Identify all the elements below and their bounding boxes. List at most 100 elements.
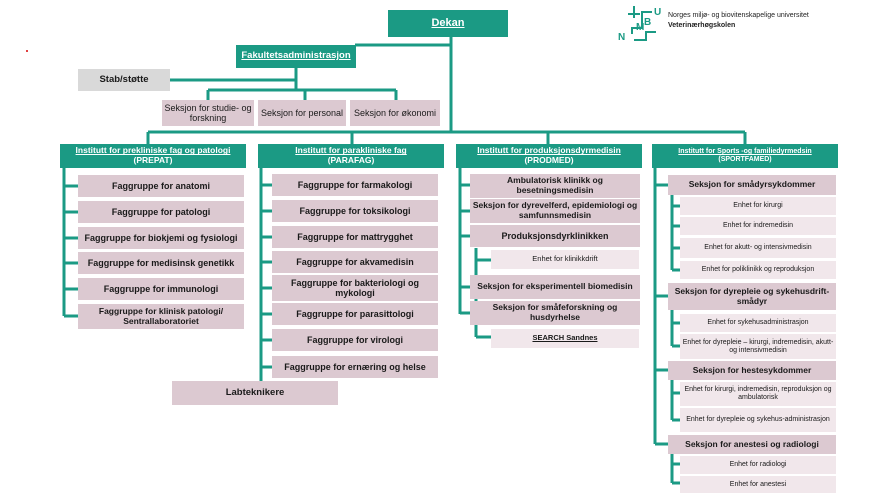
sportfamed-unit-poliklinikk[interactable]: Enhet for poliklinikk og reproduksjon — [680, 261, 836, 279]
parafag-group-bakteriologi[interactable]: Faggruppe for bakteriologi og mykologi — [272, 275, 438, 301]
institute-abbr: (PRODMED) — [524, 155, 574, 165]
group-label: Faggruppe for medisinsk genetikk — [87, 257, 235, 268]
institute-header-sportfamed[interactable]: Institutt for Sports -og familiedyrmedsi… — [652, 144, 838, 168]
group-label: Faggruppe for farmakologi — [297, 179, 413, 190]
prepat-group-genetikk[interactable]: Faggruppe for medisinsk genetikk — [78, 252, 244, 274]
admin-label: Fakultetsadministrasjon — [241, 50, 351, 62]
group-label: Seksjon for småfeforskning og husdyrhels… — [492, 302, 618, 322]
sportfamed-unit-kirurgi[interactable]: Enhet for kirurgi — [680, 197, 836, 215]
logo-letter-n: N — [618, 32, 625, 43]
group-label: Faggruppe for immunologi — [103, 283, 219, 294]
unit-label: Enhet for radiologi — [729, 461, 787, 469]
group-label: Faggruppe for patologi — [111, 206, 211, 217]
admin-box[interactable]: Fakultetsadministrasjon — [236, 45, 356, 68]
unit-label: Enhet for anestesi — [729, 480, 787, 488]
stab-label: Stab/støtte — [99, 73, 149, 85]
sportfamed-unit-dyrepleie-kirurgi[interactable]: Enhet for dyrepleie – kirurgi, indremedi… — [680, 334, 836, 359]
prepat-group-anatomi[interactable]: Faggruppe for anatomi — [78, 175, 244, 197]
group-label: Faggruppe for mattrygghet — [297, 231, 413, 242]
logo-caption: Norges miljø- og biovitenskapelige unive… — [668, 11, 809, 31]
institute-header-prepat[interactable]: Institutt for prekliniske fag og patolog… — [60, 144, 246, 168]
prodmed-group-dyrevelferd[interactable]: Seksjon for dyrevelferd, epidemiologi og… — [470, 199, 640, 223]
admin-section-studie[interactable]: Seksjon for studie- og forskning — [162, 100, 254, 126]
prepat-group-patologi[interactable]: Faggruppe for patologi — [78, 201, 244, 223]
group-label: Faggruppe for klinisk patologi/ Sentrall… — [98, 305, 224, 326]
group-label: Seksjon for anestesi og radiologi — [685, 438, 819, 449]
logo-university-name: Norges miljø- og biovitenskapelige unive… — [668, 12, 809, 19]
lab-label: Labteknikere — [225, 386, 285, 398]
group-label: Ambulatorisk klinikk og besetningsmedisi… — [507, 175, 603, 195]
group-label: Seksjon for smådyrsykdommer — [688, 179, 816, 190]
unit-label: SEARCH Sandnes — [532, 333, 598, 343]
prodmed-group-produksjonsdyrklinikken[interactable]: Produksjonsdyrklinikken — [470, 225, 640, 247]
group-label: Faggruppe for bakteriologi og mykologi — [291, 277, 419, 298]
prepat-group-klinisk-patologi[interactable]: Faggruppe for klinisk patologi/ Sentrall… — [78, 304, 244, 329]
institute-title: Institutt for produksjonsdyrmedisin — [477, 145, 621, 156]
logo-letter-u: U — [654, 7, 661, 18]
institute-abbr: (SPORTFAMED) — [718, 156, 772, 163]
stab-box[interactable]: Stab/støtte — [78, 69, 170, 91]
unit-label: Enhet for kirurgi, indremedisin, reprodu… — [684, 386, 832, 401]
institute-abbr: (PREPAT) — [133, 155, 173, 165]
sportfamed-section-smadyr[interactable]: Seksjon for smådyrsykdommer — [668, 175, 836, 195]
logo-letter-b: B — [644, 17, 651, 28]
group-label: Produksjonsdyrklinikken — [501, 230, 609, 241]
prodmed-unit-klinikkdrift[interactable]: Enhet for klinikkdrift — [491, 250, 639, 269]
group-label: Faggruppe for akvamedisin — [296, 256, 414, 267]
logo-school-name: Veterinærhøgskolen — [668, 22, 736, 30]
unit-label: Enhet for klinikkdrift — [532, 254, 598, 264]
sportfamed-section-anestesi[interactable]: Seksjon for anestesi og radiologi — [668, 435, 836, 454]
group-label: Faggruppe for anatomi — [111, 180, 210, 191]
prodmed-unit-search-sandnes[interactable]: SEARCH Sandnes — [491, 329, 639, 348]
unit-label: Enhet for dyrepleie og sykehus-administr… — [686, 416, 830, 424]
institute-header-parafag[interactable]: Institutt for parakliniske fag (PARAFAG) — [258, 144, 444, 168]
group-label: Seksjon for dyrepleie og sykehusdrift- s… — [674, 285, 830, 306]
unit-label: Enhet for indremedisin — [722, 222, 794, 230]
parafag-group-parasittologi[interactable]: Faggruppe for parasittologi — [272, 303, 438, 325]
institute-title: Institutt for Sports -og familiedyrmedsi… — [678, 148, 812, 156]
group-label: Faggruppe for toksikologi — [299, 205, 411, 216]
sportfamed-section-hest[interactable]: Seksjon for hestesykdommer — [668, 361, 836, 380]
sportfamed-unit-sykehusadministrasjon[interactable]: Enhet for sykehusadministrasjon — [680, 314, 836, 332]
institute-title: Institutt for parakliniske fag — [295, 145, 407, 156]
parafag-group-ernaering[interactable]: Faggruppe for ernæring og helse — [272, 356, 438, 378]
group-label: Seksjon for eksperimentell biomedisin — [477, 281, 633, 292]
dekan-label: Dekan — [431, 17, 465, 30]
unit-label: Enhet for poliklinikk og reproduksjon — [701, 266, 815, 274]
sportfamed-unit-hest-dyrepleie[interactable]: Enhet for dyrepleie og sykehus-administr… — [680, 408, 836, 432]
unit-label: Enhet for akutt- og intensivmedisin — [704, 244, 812, 252]
prodmed-group-eksperimentell[interactable]: Seksjon for eksperimentell biomedisin — [470, 275, 640, 299]
parafag-group-akvamedisin[interactable]: Faggruppe for akvamedisin — [272, 251, 438, 273]
group-label: Faggruppe for parasittologi — [296, 308, 414, 319]
sportfamed-unit-hest-kirurgi[interactable]: Enhet for kirurgi, indremedisin, reprodu… — [680, 382, 836, 406]
prodmed-group-ambulatorisk[interactable]: Ambulatorisk klinikk og besetningsmedisi… — [470, 174, 640, 198]
unit-label: Enhet for kirurgi — [733, 202, 783, 210]
dekan-box[interactable]: Dekan — [388, 10, 508, 37]
logo-letter-m: M — [636, 22, 644, 33]
parafag-lab-box[interactable]: Labteknikere — [172, 381, 338, 405]
sportfamed-unit-anestesi[interactable]: Enhet for anestesi — [680, 476, 836, 493]
group-label: Faggruppe for biokjemi og fysiologi — [84, 232, 238, 243]
group-label: Seksjon for hestesykdommer — [692, 364, 812, 375]
sportfamed-section-dyrepleie[interactable]: Seksjon for dyrepleie og sykehusdrift- s… — [668, 283, 836, 310]
red-dot-mark — [26, 50, 28, 52]
admin-section-label: Seksjon for studie- og forskning — [164, 102, 252, 123]
group-label: Faggruppe for ernæring og helse — [284, 361, 426, 372]
institute-title: Institutt for prekliniske fag og patolog… — [75, 145, 231, 156]
admin-section-personal[interactable]: Seksjon for personal — [258, 100, 346, 126]
parafag-group-virologi[interactable]: Faggruppe for virologi — [272, 329, 438, 351]
parafag-group-toksikologi[interactable]: Faggruppe for toksikologi — [272, 200, 438, 222]
institute-abbr: (PARAFAG) — [327, 155, 375, 165]
admin-section-label: Seksjon for personal — [260, 107, 344, 118]
parafag-group-farmakologi[interactable]: Faggruppe for farmakologi — [272, 174, 438, 196]
institute-header-prodmed[interactable]: Institutt for produksjonsdyrmedisin (PRO… — [456, 144, 642, 168]
sportfamed-unit-radiologi[interactable]: Enhet for radiologi — [680, 456, 836, 474]
parafag-group-mattrygghet[interactable]: Faggruppe for mattrygghet — [272, 226, 438, 248]
prodmed-group-smafe[interactable]: Seksjon for småfeforskning og husdyrhels… — [470, 301, 640, 325]
sportfamed-unit-akutt[interactable]: Enhet for akutt- og intensivmedisin — [680, 238, 836, 258]
admin-section-okonomi[interactable]: Seksjon for økonomi — [350, 100, 440, 126]
prepat-group-biokjemi[interactable]: Faggruppe for biokjemi og fysiologi — [78, 227, 244, 249]
prepat-group-immunologi[interactable]: Faggruppe for immunologi — [78, 278, 244, 300]
unit-label: Enhet for sykehusadministrasjon — [707, 319, 809, 327]
sportfamed-unit-indremedisin[interactable]: Enhet for indremedisin — [680, 217, 836, 235]
